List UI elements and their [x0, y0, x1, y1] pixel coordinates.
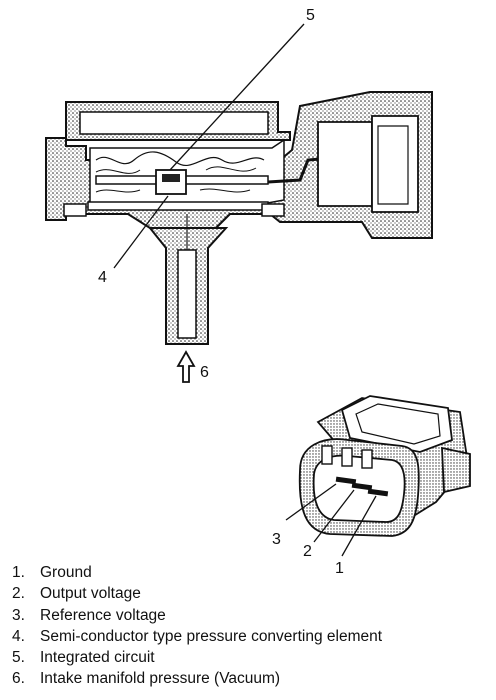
legend-item-integrated-circuit: 5. Integrated circuit [12, 647, 492, 668]
legend-item-pressure-element: 4. Semi-conductor type pressure converti… [12, 626, 492, 647]
legend: 1. Ground 2. Output voltage 3. Reference… [12, 562, 492, 690]
pin-1 [367, 488, 389, 497]
leader-1 [341, 495, 377, 557]
legend-number: 3. [12, 606, 25, 624]
legend-text: Semi-conductor type pressure converting … [40, 627, 383, 645]
callout-3: 3 [272, 531, 281, 548]
connector-pins [335, 476, 389, 497]
connector-leaders [285, 483, 377, 557]
legend-text: Intake manifold pressure (Vacuum) [40, 670, 281, 688]
legend-number: 2. [12, 585, 25, 603]
legend-number: 5. [12, 649, 25, 667]
leader-2 [313, 489, 355, 543]
callout-6: 6 [200, 364, 209, 381]
legend-text: Ground [40, 564, 92, 581]
pressure-arrow [176, 350, 196, 383]
leader-lines [113, 23, 305, 269]
leader-3 [285, 483, 337, 521]
leader-4 [113, 195, 169, 269]
pin-2 [351, 482, 373, 491]
legend-item-intake-pressure: 6. Intake manifold pressure (Vacuum) [12, 668, 492, 689]
legend-number: 4. [12, 627, 25, 645]
legend-item-ground: 1. Ground [12, 562, 492, 583]
connector-3d [298, 395, 471, 537]
legend-number: 1. [12, 564, 25, 581]
legend-text: Output voltage [40, 585, 141, 603]
legend-text: Reference voltage [40, 606, 166, 624]
leader-5 [169, 23, 305, 171]
legend-item-output-voltage: 2. Output voltage [12, 583, 492, 604]
pin-3 [335, 476, 357, 485]
callout-1: 1 [335, 560, 344, 577]
legend-text: Integrated circuit [40, 649, 155, 667]
legend-number: 6. [12, 670, 25, 688]
callout-5: 5 [306, 7, 315, 24]
callout-4: 4 [98, 269, 107, 286]
sensor-cross-section [45, 91, 433, 345]
legend-item-reference-voltage: 3. Reference voltage [12, 605, 492, 626]
connector-socket [317, 121, 373, 207]
callout-2: 2 [303, 543, 312, 560]
